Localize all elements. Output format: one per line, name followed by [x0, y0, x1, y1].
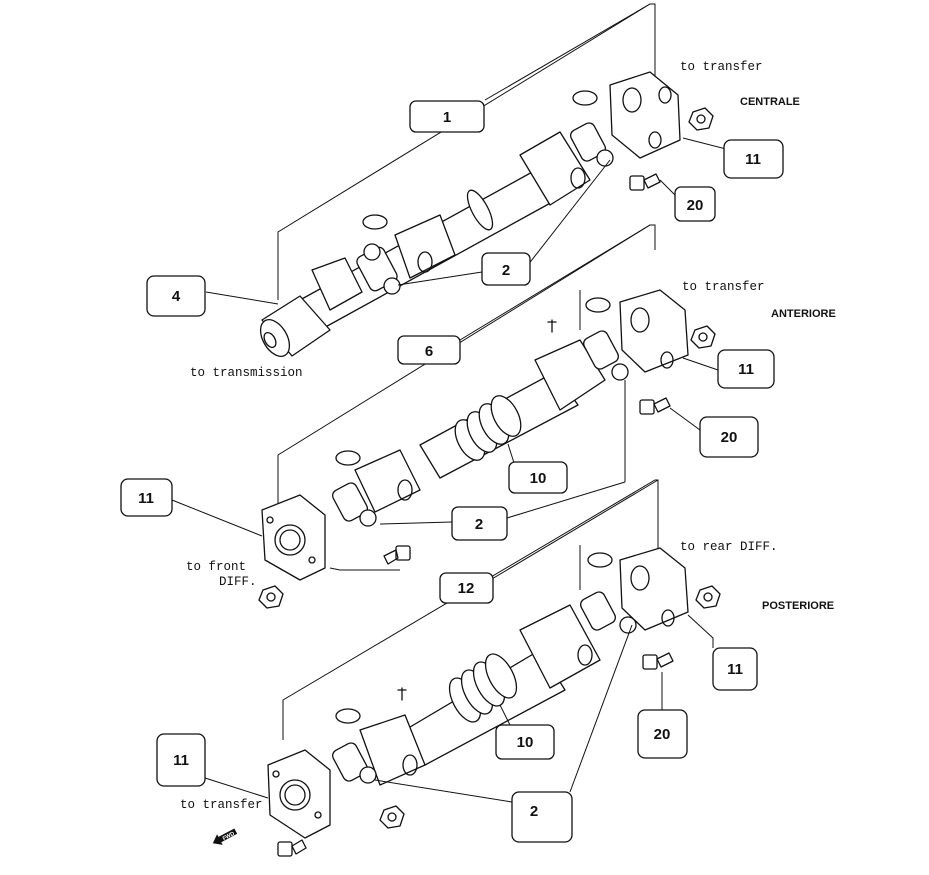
anteriore-shaft-tube — [419, 371, 579, 479]
posteriore-front-yoke — [359, 714, 426, 786]
section-title-posteriore: POSTERIORE — [762, 600, 834, 612]
callout-10-bot: 10 — [495, 724, 555, 760]
callout-20-top: 20 — [674, 186, 716, 222]
label-to-transfer-top: to transfer — [680, 60, 763, 74]
svg-text:6: 6 — [425, 343, 433, 360]
callout-1: 1 — [409, 100, 485, 133]
svg-text:11: 11 — [727, 661, 743, 678]
centrale-flange-yoke — [609, 71, 681, 159]
centrale-rear-yoke — [519, 131, 591, 206]
anteriore-bolt-rear — [639, 397, 671, 415]
posteriore-nut-rear — [695, 585, 721, 609]
label-to-rear-diff: to rear DIFF. — [680, 540, 778, 554]
fwd-arrow-icon: FWD — [212, 828, 238, 845]
label-to-front-line2: DIFF. — [219, 575, 257, 589]
centrale-universal-joint-rear — [570, 122, 606, 162]
anteriore-front-yoke — [354, 449, 421, 513]
callout-2-bot: 2 — [511, 791, 573, 843]
svg-text:2: 2 — [475, 516, 483, 533]
posteriore-bolt-front — [277, 839, 307, 857]
anteriore-universal-joint-rear — [583, 330, 619, 370]
posteriore-nut-front — [379, 805, 405, 829]
label-to-transmission: to transmission — [190, 366, 303, 380]
callout-2-top: 2 — [481, 252, 531, 286]
centrale-snap-ring-front — [362, 214, 388, 230]
svg-text:20: 20 — [721, 429, 738, 446]
anteriore-nut-rear — [690, 325, 716, 349]
anteriore-flange-yoke-rear — [619, 289, 689, 373]
svg-text:11: 11 — [738, 361, 754, 378]
posteriore-universal-joint-rear — [580, 591, 616, 631]
callout-10-mid: 10 — [508, 461, 568, 494]
callout-11-mid-right: 11 — [717, 349, 775, 389]
anteriore-boot-bellows — [454, 395, 522, 461]
centrale-shaft-assembly — [205, 3, 731, 357]
svg-text:11: 11 — [138, 490, 154, 507]
callout-20-bot: 20 — [637, 709, 688, 759]
svg-text:4: 4 — [172, 288, 181, 305]
label-to-transfer-bottom: to transfer — [180, 798, 263, 812]
label-to-transfer-mid: to transfer — [682, 280, 765, 294]
callout-6: 6 — [397, 335, 461, 365]
section-title-anteriore: ANTERIORE — [771, 308, 836, 320]
callout-2-mid: 2 — [451, 506, 508, 541]
svg-text:2: 2 — [502, 262, 510, 279]
fwd-arrow-label: FWD — [222, 831, 236, 842]
svg-text:1: 1 — [443, 109, 451, 126]
posteriore-bolt-rear — [642, 652, 674, 670]
centrale-nut — [688, 107, 714, 131]
callout-12: 12 — [439, 572, 494, 604]
anteriore-bolt-front — [383, 545, 411, 565]
svg-text:20: 20 — [687, 197, 704, 214]
anteriore-universal-joint-front — [332, 482, 368, 522]
posteriore-slip-yoke — [519, 604, 601, 689]
callout-11-top: 11 — [723, 139, 784, 179]
svg-text:10: 10 — [530, 470, 547, 487]
callout-11-bot-left: 11 — [156, 733, 206, 787]
svg-text:2: 2 — [530, 803, 538, 820]
centrale-snap-ring-rear — [572, 90, 598, 106]
anteriore-front-flange — [261, 494, 326, 581]
callout-20-mid: 20 — [699, 416, 759, 458]
anteriore-shaft-assembly — [171, 224, 719, 609]
posteriore-flange-yoke-rear — [619, 547, 689, 631]
posteriore-frame-line — [282, 479, 659, 740]
centrale-bolt — [629, 173, 661, 191]
svg-text:12: 12 — [458, 580, 475, 597]
svg-text:11: 11 — [745, 151, 761, 168]
svg-text:10: 10 — [517, 734, 534, 751]
posteriore-boot-bellows — [448, 653, 518, 723]
anteriore-nut-front — [258, 585, 284, 609]
posteriore-front-flange — [267, 749, 331, 839]
svg-text:20: 20 — [654, 726, 671, 743]
label-to-front-line1: to front — [186, 560, 246, 574]
posteriore-universal-joint-front — [332, 742, 368, 782]
callout-4: 4 — [146, 275, 206, 317]
section-title-centrale: CENTRALE — [740, 96, 800, 108]
anteriore-slip-yoke — [534, 339, 606, 411]
posteriore-shaft-assembly — [204, 479, 721, 857]
callout-11-bot-right: 11 — [712, 647, 758, 691]
svg-text:11: 11 — [173, 752, 189, 769]
callout-11-mid-left: 11 — [120, 478, 173, 517]
